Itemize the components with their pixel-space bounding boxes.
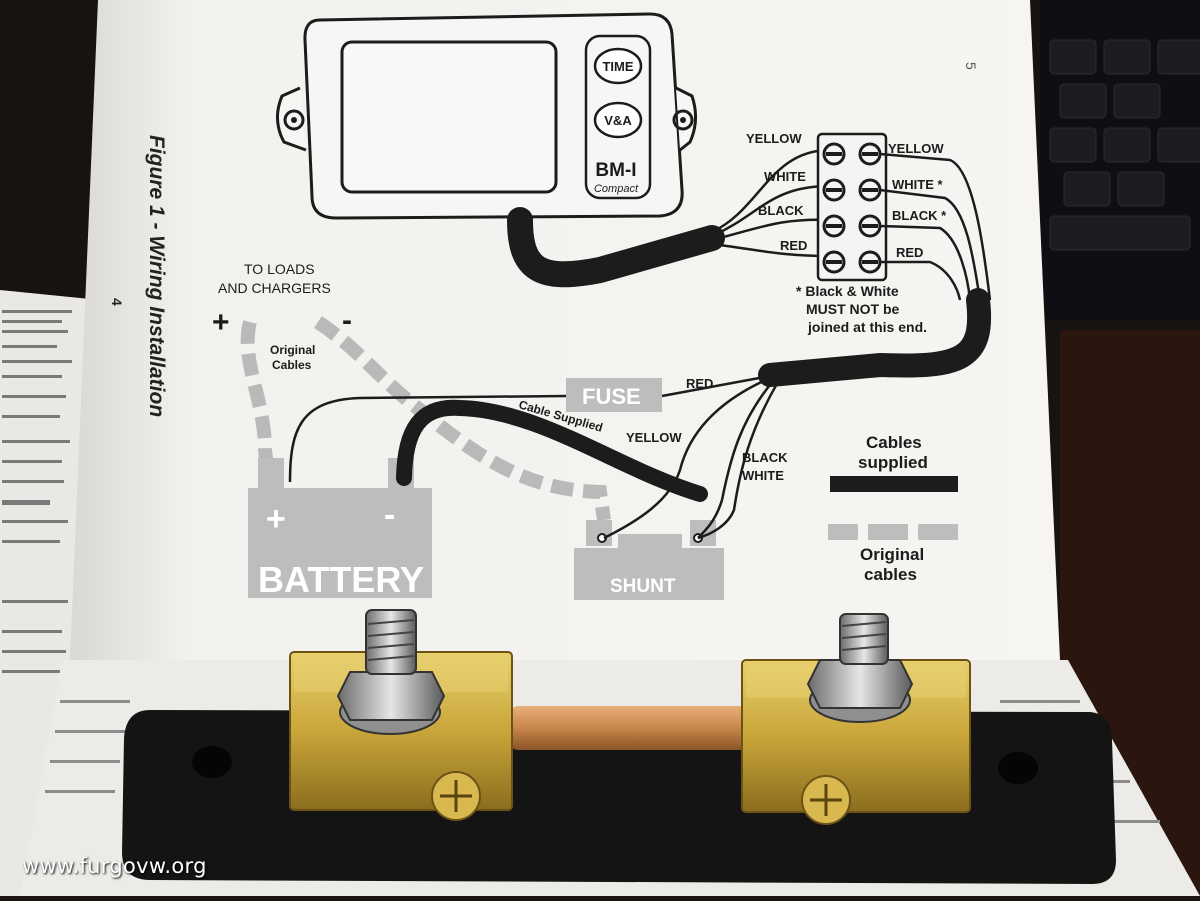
legend-supplied-swatch <box>830 476 958 492</box>
loads-plus: + <box>212 306 230 339</box>
monitor-wires <box>711 148 831 258</box>
legend: Cables supplied Original cables <box>828 433 958 584</box>
model-sub: Compact <box>594 183 639 195</box>
va-button <box>593 101 643 139</box>
battery-label: BATTERY <box>258 559 424 600</box>
terminal-right-labels: YELLOW WHITE * BLACK * RED <box>888 141 947 260</box>
keyboard-keys <box>1049 39 1200 251</box>
mount-hole-icon <box>283 109 305 131</box>
monitor-display <box>340 40 558 194</box>
time-button <box>593 47 643 85</box>
battery-plus: + <box>266 500 286 538</box>
loads-minus: - <box>342 304 352 337</box>
legend-original-2: cables <box>864 565 917 584</box>
terminal-label: YELLOW <box>888 141 944 156</box>
terminal-label: BLACK <box>758 203 804 218</box>
wire-black-label: BLACK <box>742 450 788 465</box>
supplied-thick-cable <box>396 399 708 502</box>
left-bolt-icon <box>365 609 417 675</box>
supplied-wires <box>288 374 780 540</box>
terminal-label: WHITE * <box>892 177 943 192</box>
terminal-block <box>816 132 888 282</box>
legend-supplied-1: Cables <box>866 433 922 452</box>
background-page-text <box>2 310 72 673</box>
note-line: * Black & White <box>796 283 899 299</box>
terminal-label: BLACK * <box>892 208 947 223</box>
fuse <box>566 378 662 412</box>
note-line: MUST NOT be <box>806 301 900 317</box>
right-nut <box>806 659 914 709</box>
left-nut <box>336 671 446 721</box>
page-number-left: 4 <box>109 298 125 306</box>
figure-title: Figure 1 - Wiring Installation <box>145 135 168 417</box>
wire-red-label: RED <box>686 376 713 391</box>
shunt-label: SHUNT <box>610 576 676 597</box>
terminal-label: YELLOW <box>746 131 802 146</box>
base-hole-icon <box>998 752 1038 784</box>
orig-cables-line2: Cables <box>272 358 312 372</box>
right-bolt-icon <box>839 613 889 665</box>
orig-cables-line1: Original <box>270 343 315 357</box>
wire-yellow-label: YELLOW <box>626 430 682 445</box>
mount-hole-icon <box>672 109 694 131</box>
loads-line2: AND CHARGERS <box>218 280 331 296</box>
terminal-label: WHITE <box>764 169 806 184</box>
battery-minus: - <box>384 496 395 534</box>
legend-original-1: Original <box>860 545 924 564</box>
terminal-note: * Black & White MUST NOT be joined at th… <box>796 283 927 335</box>
monitor-unit: TIME V&A BM-I Compact <box>276 12 697 220</box>
shunt-diagram: SHUNT <box>574 520 724 600</box>
monitor-cable <box>507 207 725 288</box>
legend-original-swatch <box>828 524 958 540</box>
base-hole-icon <box>192 746 232 778</box>
terminal-label: RED <box>780 238 807 253</box>
terminal-left-labels: YELLOW WHITE BLACK RED <box>746 131 807 253</box>
va-button-label: V&A <box>604 113 632 128</box>
bundle-cable <box>758 288 992 387</box>
time-button-label: TIME <box>602 59 633 74</box>
legend-supplied-2: supplied <box>858 453 928 472</box>
fuse-label: FUSE <box>582 384 641 409</box>
watermark: www.furgovw.org <box>22 854 207 878</box>
wire-white-label: WHITE <box>742 468 784 483</box>
shunt-copper-bar <box>510 706 750 750</box>
note-line: joined at this end. <box>807 319 927 335</box>
loads-line1: TO LOADS <box>244 261 315 277</box>
model-name: BM-I <box>595 160 636 181</box>
physical-shunt <box>122 609 1116 884</box>
terminal-label: RED <box>896 245 923 260</box>
page-number-right: 5 <box>963 62 979 70</box>
